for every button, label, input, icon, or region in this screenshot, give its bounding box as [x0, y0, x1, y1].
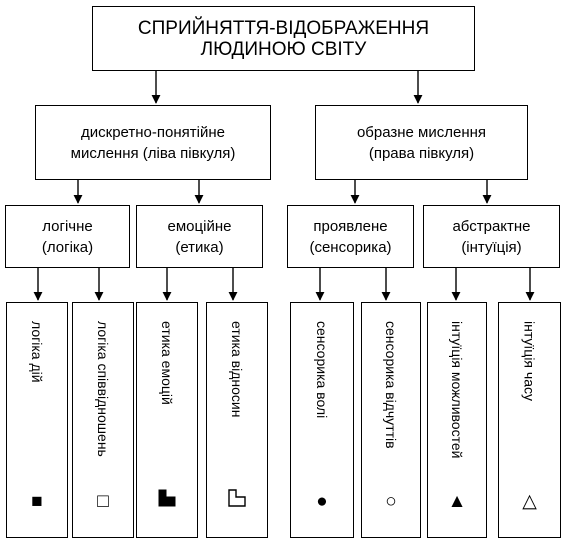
leaf-label: логіка співвідношень	[95, 321, 111, 457]
filled-circle-icon: ●	[316, 491, 328, 512]
empty-circle-icon: ○	[385, 491, 397, 512]
manifest-line2: (сенсорика)	[309, 238, 392, 256]
leaf-label: сенсорика відчуттів	[383, 321, 399, 449]
leaf-logic-of-relations: логіка співвідношень □	[72, 302, 134, 538]
right-line1: образне мислення	[356, 123, 487, 141]
empty-l-shape-icon	[228, 489, 246, 507]
emotional-node: емоційне (етика)	[136, 205, 263, 268]
left-line1: дискретно-понятійне	[81, 123, 225, 141]
filled-square-icon: ■	[31, 491, 43, 512]
right-line2: (права півкуля)	[368, 144, 475, 162]
emotional-line2: (етика)	[175, 238, 224, 256]
leaf-ethics-of-relationships: етика відносин	[206, 302, 268, 538]
leaf-label: логіка дій	[29, 321, 45, 383]
filled-triangle-icon: ▲	[447, 491, 467, 512]
leaf-sensing-of-sensations: сенсорика відчуттів ○	[361, 302, 421, 538]
filled-l-shape-icon	[158, 489, 176, 507]
leaf-sensing-of-will: сенсорика волі ●	[290, 302, 354, 538]
leaf-label: інтуїція можливостей	[449, 321, 465, 459]
empty-triangle-icon: △	[522, 491, 537, 512]
leaf-label: інтуїція часу	[521, 321, 538, 401]
leaf-label: етика емоцій	[159, 321, 175, 405]
left-hemisphere-node: дискретно-понятійне мислення (ліва півку…	[35, 105, 271, 180]
leaf-label: етика відносин	[229, 321, 245, 418]
leaf-intuition-of-time: інтуїція часу △	[498, 302, 561, 538]
logical-node: логічне (логіка)	[5, 205, 130, 268]
leaf-label: сенсорика волі	[314, 321, 330, 419]
root-node: СПРИЙНЯТТЯ-ВІДОБРАЖЕННЯ ЛЮДИНОЮ СВІТУ	[92, 6, 475, 71]
abstract-node: абстрактне (інтуїція)	[423, 205, 560, 268]
emotional-line1: емоційне	[167, 217, 232, 235]
right-hemisphere-node: образне мислення (права півкуля)	[315, 105, 528, 180]
abstract-line1: абстрактне	[452, 217, 531, 235]
abstract-line2: (інтуїція)	[461, 238, 522, 256]
logical-line1: логічне	[42, 217, 93, 235]
leaf-ethics-of-emotions: етика емоцій	[136, 302, 198, 538]
manifest-node: проявлене (сенсорика)	[287, 205, 414, 268]
leaf-intuition-of-possibilities: інтуїція можливостей ▲	[427, 302, 487, 538]
root-line1: СПРИЙНЯТТЯ-ВІДОБРАЖЕННЯ	[137, 17, 430, 39]
left-line2: мислення (ліва півкуля)	[70, 144, 236, 162]
leaf-logic-of-action: логіка дій ■	[6, 302, 68, 538]
logical-line2: (логіка)	[41, 238, 94, 256]
empty-square-icon: □	[97, 491, 109, 512]
root-line2: ЛЮДИНОЮ СВІТУ	[200, 38, 367, 60]
manifest-line1: проявлене	[313, 217, 388, 235]
